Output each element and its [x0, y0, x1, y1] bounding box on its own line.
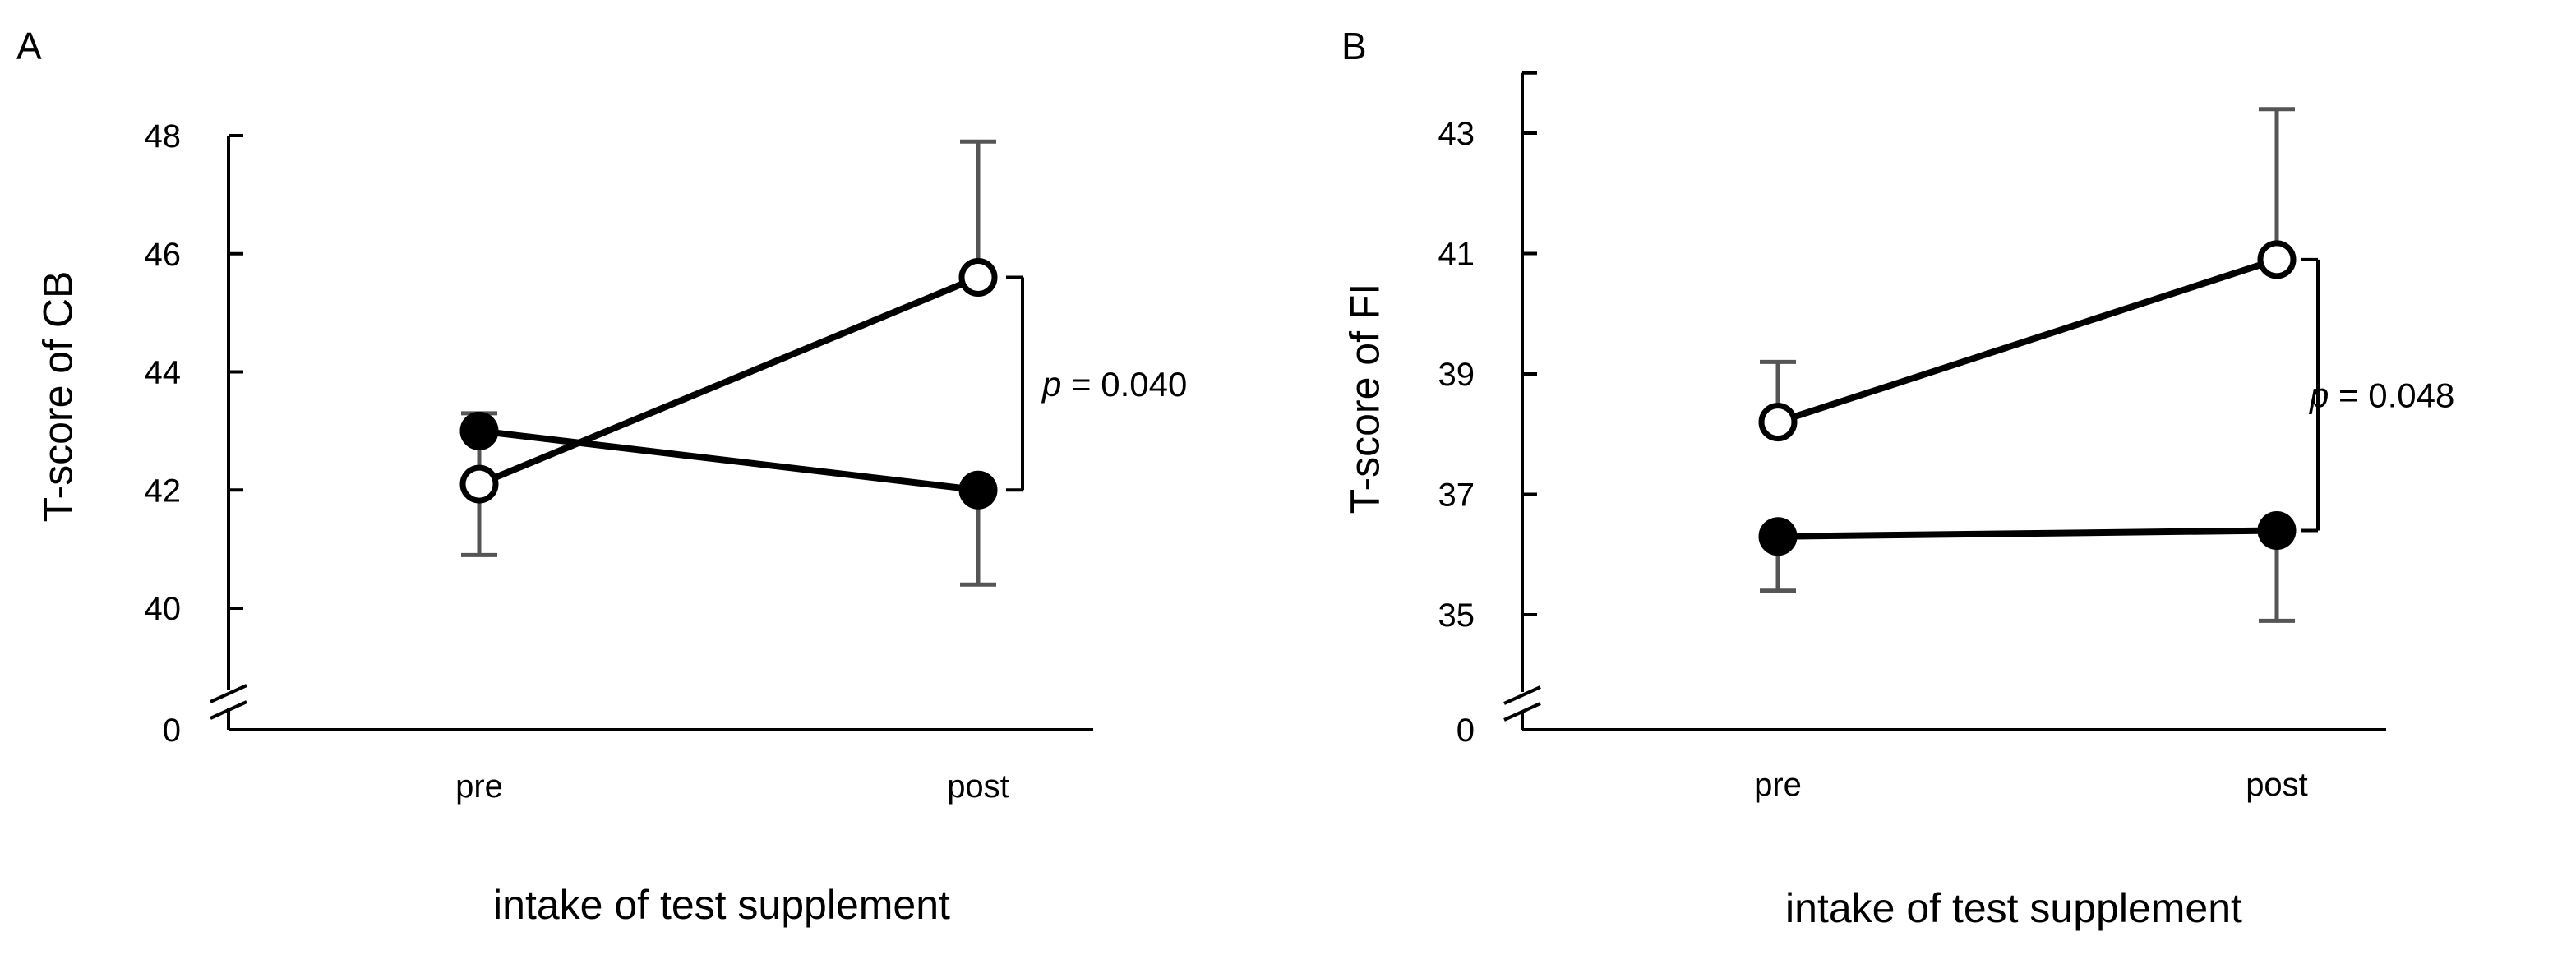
y-tick-label: 40	[145, 591, 182, 627]
y-tick-label: 35	[1438, 597, 1475, 634]
panel-label: A	[16, 25, 42, 67]
series-line-open	[478, 274, 980, 487]
x-tick-label: post	[947, 768, 1009, 805]
p-value-annotation: p = 0.040	[1041, 365, 1187, 404]
data-point-filled	[459, 411, 499, 450]
data-point-open	[1758, 403, 1798, 442]
p-value-annotation: p = 0.048	[2308, 376, 2454, 415]
axis-break-mark	[210, 700, 247, 720]
axis-break-mark	[1503, 702, 1541, 722]
data-point-filled	[1758, 517, 1798, 556]
data-point-open	[958, 258, 998, 297]
x-axis-title: intake of test supplement	[1785, 885, 2242, 931]
x-tick-label: post	[2246, 767, 2308, 803]
panel-label: B	[1341, 25, 1367, 67]
y-tick-label: 46	[145, 237, 182, 273]
y-tick-label: 42	[145, 473, 182, 509]
data-point-open	[459, 464, 499, 504]
series-line-filled	[478, 427, 979, 494]
y-tick-label: 41	[1438, 237, 1475, 273]
panel-a: A 40 42 44 46 48 0 pre post T-score of CB intake o…	[16, 25, 1187, 928]
x-axis-title: intake of test supplement	[493, 882, 950, 928]
x-tick-label: pre	[1754, 767, 1802, 803]
y-tick-label: 37	[1438, 477, 1475, 514]
panel-b: B 35 37 39 41 43 0 pre post T-score of FI intake o…	[1341, 25, 2454, 931]
axis-break-mark	[210, 684, 247, 703]
axis-break-mark	[1503, 685, 1541, 705]
y-tick-label: 44	[145, 355, 182, 391]
y-axis-title: T-score of CB	[35, 271, 81, 523]
y-tick-label: 43	[1438, 116, 1475, 152]
y-tick-label: 48	[145, 118, 182, 155]
y-tick-label-zero: 0	[163, 713, 181, 749]
y-tick-label: 39	[1438, 357, 1475, 393]
y-axis-title: T-score of FI	[1342, 284, 1388, 514]
x-tick-label: pre	[455, 768, 503, 805]
data-point-open	[2257, 240, 2297, 279]
y-tick-label-zero: 0	[1457, 713, 1475, 749]
series-line-filled	[1777, 527, 2278, 540]
data-point-filled	[2257, 510, 2297, 550]
series-line-open	[1776, 256, 2278, 426]
data-point-filled	[958, 470, 998, 510]
